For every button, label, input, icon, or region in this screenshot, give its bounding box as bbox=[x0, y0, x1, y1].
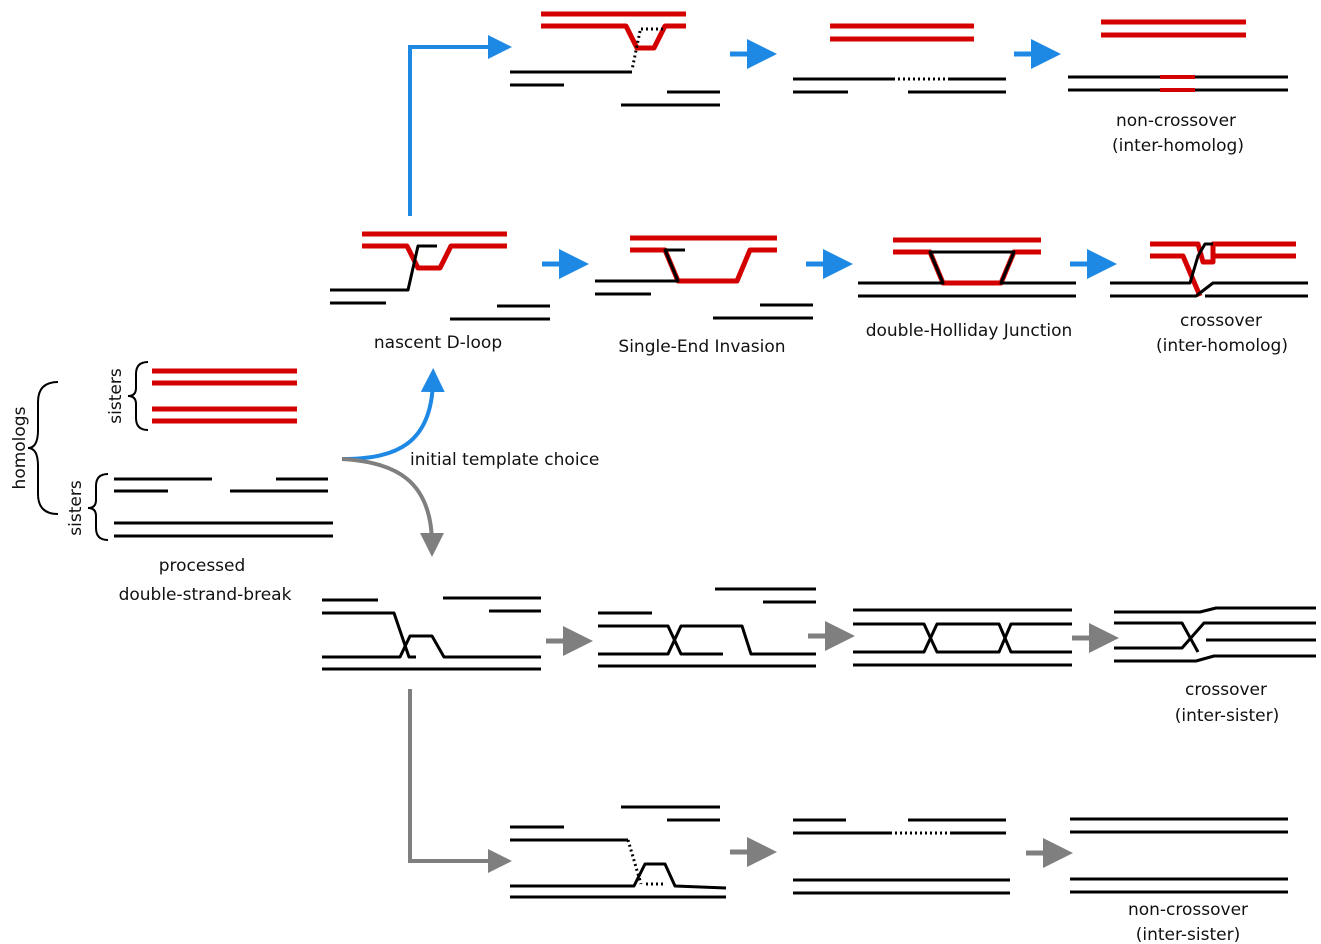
nco-homolog-result-figure bbox=[1068, 19, 1288, 92]
nco-sister-label-line2: (inter-sister) bbox=[1136, 925, 1240, 944]
nco-homolog-step2-figure bbox=[793, 23, 1006, 94]
intersister-co-result-figure bbox=[1114, 606, 1316, 663]
template-choice-arrow-blue bbox=[341, 368, 445, 461]
template-choice-label: initial template choice bbox=[410, 450, 599, 470]
dsb-label-line2: double-strand-break bbox=[119, 585, 292, 605]
intersister-dhj-figure bbox=[853, 608, 1072, 667]
homolog-chromatids-red bbox=[152, 368, 297, 424]
nascent-dloop-label: nascent D-loop bbox=[374, 333, 502, 353]
sisters-label-bottom: sisters bbox=[66, 480, 86, 536]
branch-arrow-to-nco-sister bbox=[408, 689, 512, 873]
nco-sister-result-figure bbox=[1070, 817, 1288, 894]
nco-sister-label-line1: non-crossover bbox=[1128, 900, 1248, 920]
intersister-dloop-figure bbox=[322, 596, 541, 671]
homologs-brace bbox=[27, 381, 59, 515]
dhj-figure bbox=[858, 237, 1076, 298]
co-homolog-figure bbox=[1110, 241, 1308, 298]
dsb-label-line1: processed bbox=[159, 556, 246, 576]
co-homolog-label-line1: crossover bbox=[1180, 311, 1262, 331]
sei-figure bbox=[595, 235, 813, 320]
template-choice-arrow-gray bbox=[341, 457, 444, 557]
branch-arrow-to-nco-homolog bbox=[408, 35, 512, 216]
homologs-label: homologs bbox=[10, 406, 30, 489]
nascent-dloop-figure bbox=[330, 231, 550, 321]
nco-sister-step2-figure bbox=[793, 818, 1010, 895]
nco-homolog-step1-figure bbox=[510, 11, 720, 107]
sei-label: Single-End Invasion bbox=[618, 337, 785, 357]
sisters-brace-bottom bbox=[87, 473, 109, 541]
co-homolog-label-line2: (inter-homolog) bbox=[1156, 336, 1288, 356]
co-sister-label-line2: (inter-sister) bbox=[1175, 706, 1279, 726]
nco-homolog-label-line1: non-crossover bbox=[1116, 111, 1236, 131]
sisters-brace-top bbox=[127, 361, 149, 431]
sisters-label-top: sisters bbox=[106, 368, 126, 424]
nco-sister-step1-figure bbox=[510, 805, 727, 899]
co-sister-label-line1: crossover bbox=[1185, 680, 1267, 700]
processed-dsb-strands bbox=[114, 477, 333, 538]
intersister-sei-figure bbox=[598, 587, 816, 668]
dhj-label: double-Holliday Junction bbox=[866, 321, 1073, 341]
nco-homolog-label-line2: (inter-homolog) bbox=[1112, 136, 1244, 156]
